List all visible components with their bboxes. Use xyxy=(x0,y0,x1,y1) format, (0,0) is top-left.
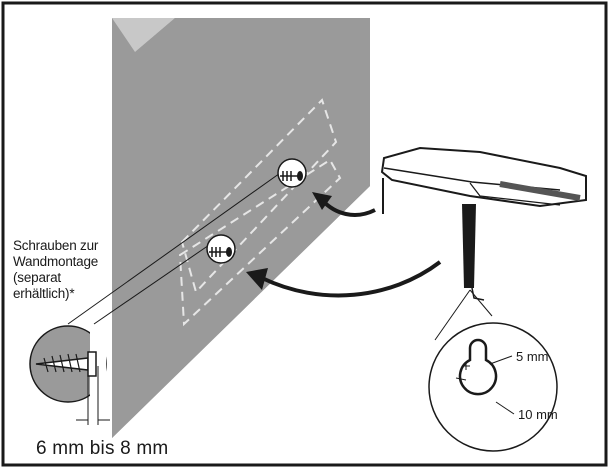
hole-size-small-label: 5 mm xyxy=(516,349,549,364)
screws-label-line4: erhältlich)* xyxy=(13,286,75,301)
keyhole-stand xyxy=(462,204,485,301)
dim-10mm-tick xyxy=(455,377,467,381)
remote-controller xyxy=(380,146,587,214)
screws-label-line2: Wandmontage xyxy=(13,254,99,269)
mounting-template-outline-lower xyxy=(178,158,342,327)
detail-pointer-right xyxy=(469,289,493,317)
keyhole-shape xyxy=(458,338,498,396)
detail-pointer-left xyxy=(434,289,471,341)
screws-label-line3: (separat xyxy=(13,270,61,285)
hole-size-large-label: 10 mm xyxy=(518,407,558,422)
arrow-upper-head xyxy=(312,192,332,210)
leader-line-lower xyxy=(93,242,213,325)
arrow-lower-head xyxy=(246,268,268,290)
screw-detail-wall-edge xyxy=(90,330,106,400)
leader-line-upper xyxy=(67,170,284,325)
dim-5mm-line xyxy=(489,355,513,365)
screw-detail-body xyxy=(35,351,97,377)
screws-label-line1: Schrauben zur xyxy=(13,238,99,253)
dim-10mm-line xyxy=(495,401,515,415)
screw-upper xyxy=(277,158,307,188)
screw-lower xyxy=(206,234,236,264)
wall-front-face xyxy=(112,18,370,438)
mounting-template-outline xyxy=(180,98,338,294)
arrow-lower xyxy=(261,260,442,298)
screw-length-label: 6 mm bis 8 mm xyxy=(36,438,169,459)
